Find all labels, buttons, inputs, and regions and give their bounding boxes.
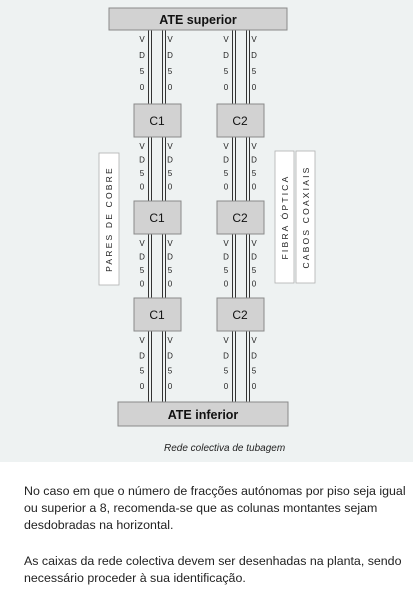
tube-label-char: V	[251, 142, 257, 151]
tube-label-char: 5	[168, 67, 173, 76]
tube-label-char: 5	[224, 266, 229, 275]
ate-superior-label: ATE superior	[159, 13, 237, 27]
tube-label-char: 0	[252, 382, 257, 391]
ate-inferior-box	[117, 401, 289, 427]
copper-pairs-label: PARES DE COBRE	[104, 166, 114, 272]
c1-box-2	[133, 200, 182, 235]
tube-label-char: 5	[140, 169, 145, 178]
ate-inferior-label: ATE inferior	[168, 408, 239, 422]
c2-label-3: C2	[232, 308, 248, 322]
tube-label-char: 0	[168, 83, 173, 92]
tube-label-char: 5	[140, 367, 145, 376]
tube-label-char: 0	[252, 183, 257, 192]
tube-label-char: V	[251, 239, 257, 248]
tubing-diagram: VD50VD50VD50VD50VD50VD50VD50VD50VD50VD50…	[98, 7, 316, 427]
tube-label-char: D	[139, 51, 145, 60]
tube-label-char: 0	[140, 83, 145, 92]
c1-label-3: C1	[149, 308, 165, 322]
tube-label-char: D	[167, 253, 173, 262]
tube-label-char: D	[167, 51, 173, 60]
fiber-optic-label: FIBRA ÓPTICA	[280, 175, 290, 260]
tube-label-char: 5	[252, 266, 257, 275]
c1-label-1: C1	[149, 114, 165, 128]
tube-label-char: V	[139, 336, 145, 345]
tube-label-char: D	[167, 351, 173, 360]
tube-label-char: D	[223, 253, 229, 262]
tube-label-char: 5	[252, 67, 257, 76]
coaxial-cables-label-box	[295, 150, 316, 284]
tube-label-char: V	[167, 142, 173, 151]
tube-label-char: 0	[224, 382, 229, 391]
tube-label-char: 0	[140, 280, 145, 289]
paragraph-1: No caso em que o número de fracções autó…	[24, 484, 406, 532]
tube-label-char: D	[223, 51, 229, 60]
c2-box-1	[216, 103, 265, 138]
tube-label-char: 5	[224, 67, 229, 76]
tube-label-char: V	[139, 239, 145, 248]
diagram-caption: Rede colectiva de tubagem	[164, 443, 286, 454]
tube-label-char: 5	[224, 169, 229, 178]
c2-box-3	[216, 297, 265, 332]
tube-label-char: 0	[224, 280, 229, 289]
tube-label-char: D	[251, 156, 257, 165]
tube-label-char: D	[139, 156, 145, 165]
tube-label-char: 5	[224, 367, 229, 376]
tube-label-char: V	[223, 336, 229, 345]
tube-label-char: D	[223, 156, 229, 165]
tube-label-char: D	[139, 351, 145, 360]
tube-label-char: D	[251, 351, 257, 360]
tube-label-char: 5	[252, 367, 257, 376]
c2-label-1: C2	[232, 114, 248, 128]
tube-label-char: 0	[140, 183, 145, 192]
copper-pairs-label-box	[98, 152, 120, 286]
tube-label-char: 0	[224, 183, 229, 192]
tube-label-char: V	[223, 239, 229, 248]
tube-label-char: V	[139, 142, 145, 151]
tube-label-char: V	[251, 35, 257, 44]
tube-label-char: D	[251, 253, 257, 262]
paragraph-2: As caixas da rede colectiva devem ser de…	[24, 554, 402, 585]
tube-label-char: V	[223, 142, 229, 151]
tube-label-char: D	[167, 156, 173, 165]
c1-box-3	[133, 297, 182, 332]
tube-label-char: V	[223, 35, 229, 44]
c2-box-2	[216, 200, 265, 235]
tube-label-char: 5	[140, 67, 145, 76]
tube-label-char: 0	[252, 280, 257, 289]
coaxial-cables-label: CABOS COAXIAIS	[301, 165, 311, 268]
c1-box-1	[133, 103, 182, 138]
tube-label-char: 5	[168, 367, 173, 376]
tube-label-char: V	[167, 35, 173, 44]
tube-label-char: 5	[140, 266, 145, 275]
c1-label-2: C1	[149, 211, 165, 225]
diagram-background	[0, 0, 413, 462]
tube-label-char: 5	[252, 169, 257, 178]
tube-label-char: 5	[168, 169, 173, 178]
tube-label-char: 0	[168, 183, 173, 192]
tube-label-char: 0	[140, 382, 145, 391]
fiber-optic-label-box	[274, 150, 295, 284]
tube-label-char: 5	[168, 266, 173, 275]
ate-superior-box	[108, 7, 288, 31]
tube-label-char: D	[139, 253, 145, 262]
tube-label-char: V	[251, 336, 257, 345]
tube-label-char: V	[139, 35, 145, 44]
tube-label-char: 0	[252, 83, 257, 92]
tube-label-char: D	[223, 351, 229, 360]
tube-label-char: D	[251, 51, 257, 60]
tube-label-char: V	[167, 336, 173, 345]
tube-label-char: 0	[168, 280, 173, 289]
pipe-labels-layer: VD50VD50VD50VD50VD50VD50VD50VD50VD50VD50…	[139, 35, 257, 391]
tube-label-char: 0	[224, 83, 229, 92]
c2-label-2: C2	[232, 211, 248, 225]
tube-label-char: 0	[168, 382, 173, 391]
tube-label-char: V	[167, 239, 173, 248]
